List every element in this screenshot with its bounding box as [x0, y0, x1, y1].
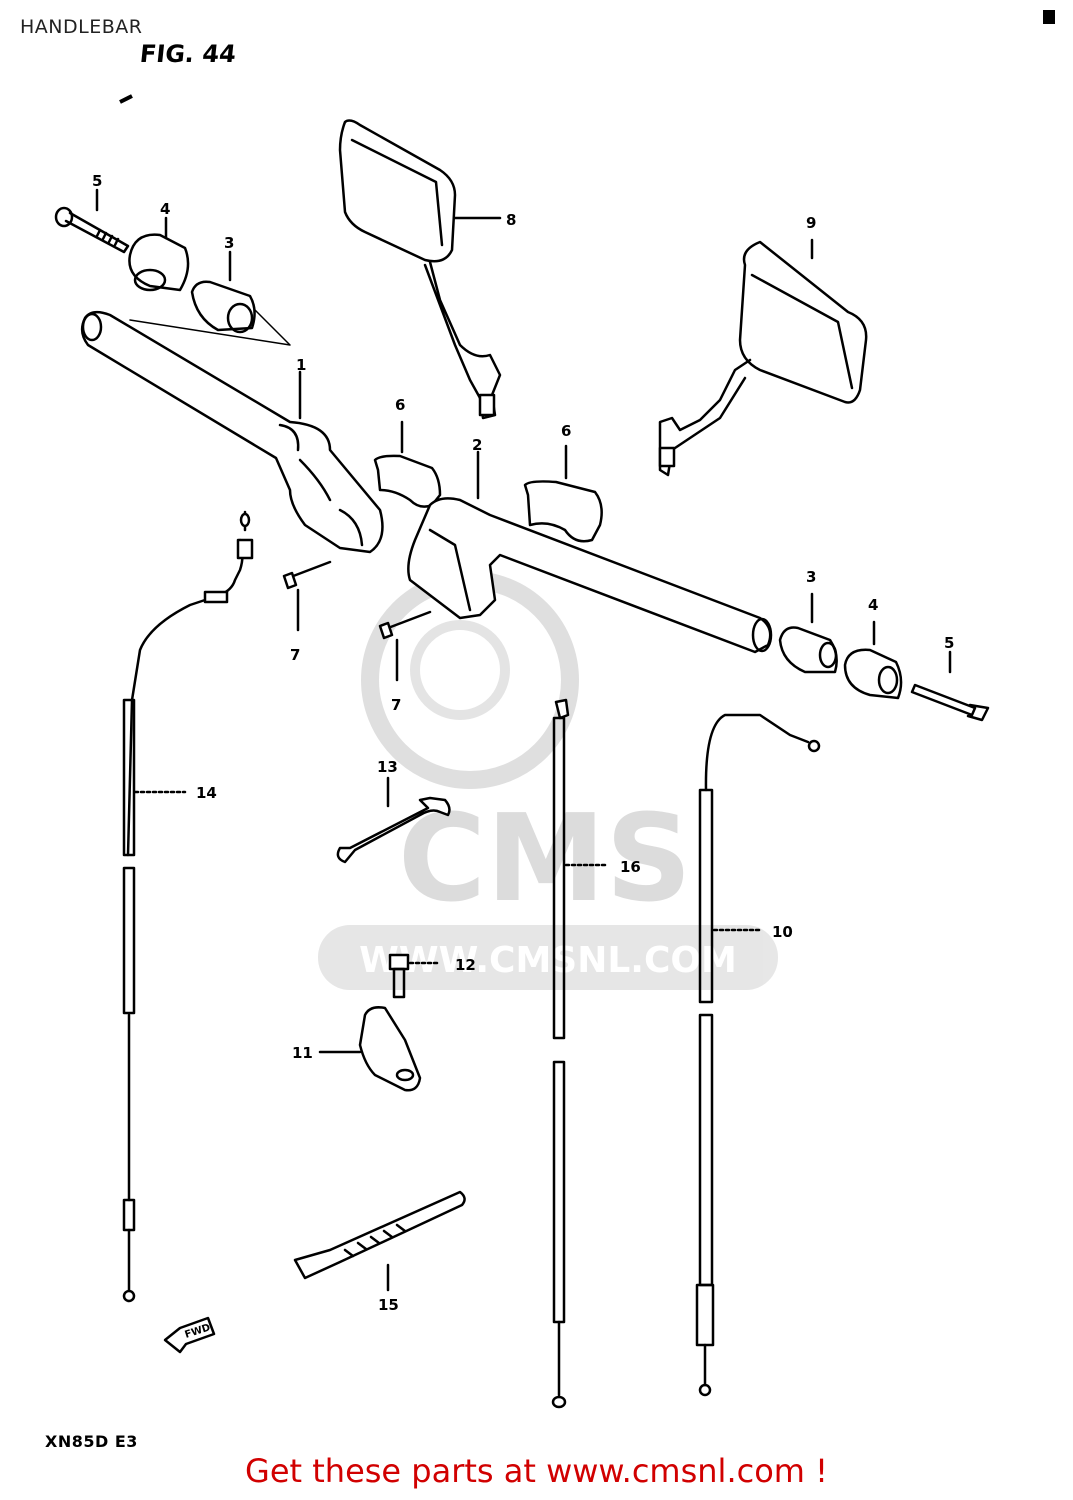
page-title: HANDLEBAR [20, 16, 143, 38]
callout-9: 9 [806, 214, 816, 232]
watermark-url: WWW.CMSNL.COM [359, 940, 737, 981]
callout-labels: 5 4 3 8 9 1 6 2 6 7 7 3 4 5 14 13 16 10 … [92, 172, 954, 1314]
handlebar-right [407, 450, 773, 654]
callout-11: 11 [292, 1044, 313, 1062]
control-cable-16 [551, 698, 607, 1409]
clamp-bolt-left [282, 560, 332, 632]
clamp-bolt-right [378, 610, 432, 682]
callout-6: 6 [395, 396, 405, 414]
callout-5: 5 [92, 172, 102, 190]
callout-14: 14 [196, 784, 217, 802]
cable-clip [336, 776, 451, 864]
callout-7: 7 [290, 646, 300, 664]
mirror-right [658, 238, 868, 477]
bar-end-weight-right [843, 620, 903, 700]
stray-mark [119, 94, 133, 104]
callout-16: 16 [620, 858, 641, 876]
handlebar-clamp-upper-right [523, 444, 603, 543]
callout-4: 4 [160, 200, 170, 218]
callout-3: 3 [224, 234, 234, 252]
callout-3: 3 [806, 568, 816, 586]
footer-link[interactable]: Get these parts at www.cmsnl.com ! [245, 1452, 828, 1490]
clutch-cable [122, 510, 254, 1303]
spacer-right [778, 592, 838, 674]
forward-arrow-icon [163, 1316, 216, 1354]
callout-8: 8 [506, 211, 516, 229]
callout-13: 13 [377, 758, 398, 776]
callout-7: 7 [391, 696, 401, 714]
callout-10: 10 [772, 923, 793, 941]
bar-end-screw-right [910, 650, 990, 722]
handlebar-left [80, 310, 384, 554]
cable-strap [293, 1190, 466, 1292]
corner-mark [1043, 10, 1055, 24]
bar-end-screw-left [54, 206, 130, 254]
callout-5: 5 [944, 634, 954, 652]
mirror-left [338, 119, 502, 420]
callout-4: 4 [868, 596, 878, 614]
callout-1: 1 [296, 356, 306, 374]
throttle-cable [695, 713, 821, 1397]
model-code: XN85D E3 [45, 1432, 138, 1451]
handlebar-clamp-upper-left [373, 420, 442, 508]
callout-2: 2 [472, 436, 482, 454]
bar-end-weight-left [128, 233, 190, 292]
callout-12: 12 [455, 956, 476, 974]
callout-6: 6 [561, 422, 571, 440]
spacer-left [190, 280, 256, 334]
cable-bracket [318, 1006, 422, 1092]
callout-15: 15 [378, 1296, 399, 1314]
bracket-bolt [388, 953, 442, 999]
